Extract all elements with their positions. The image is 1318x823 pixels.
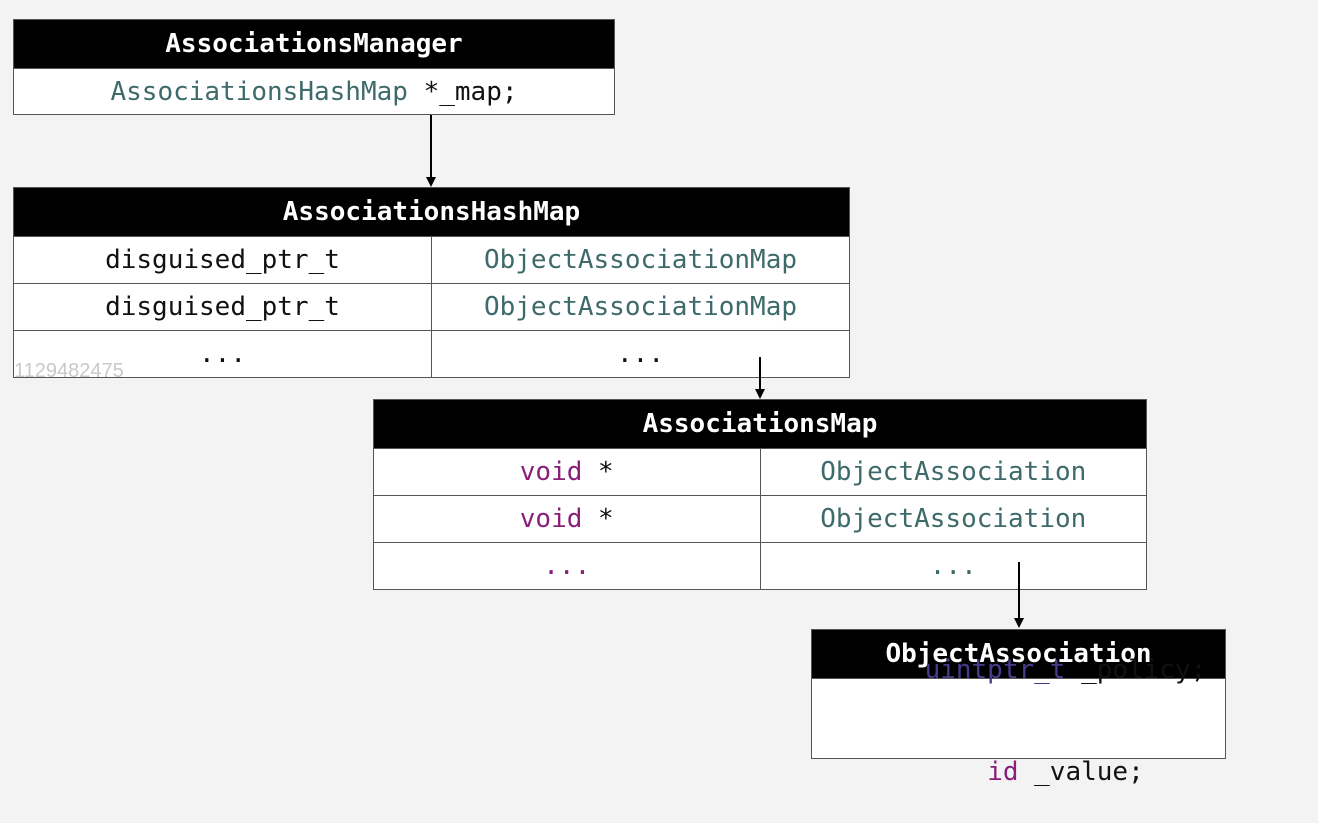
- associations-manager-header: AssociationsManager: [14, 20, 614, 68]
- associations-hashmap-box: AssociationsHashMap disguised_ptr_t Obje…: [13, 187, 850, 378]
- hashmap-value-cell: ObjectAssociationMap: [431, 237, 849, 283]
- assocmap-value-cell: ObjectAssociation: [759, 449, 1147, 495]
- policy-field-line: uintptr_t _policy;: [831, 619, 1207, 721]
- arrow-assocmap-to-objassoc-head: [1014, 618, 1024, 628]
- assocmap-key-cell: void *: [374, 496, 760, 542]
- map-field-name: *_map;: [407, 76, 518, 107]
- object-association-fields: uintptr_t _policy; id _value;: [812, 655, 1225, 787]
- object-association-header: ObjectAssociation: [812, 630, 1225, 678]
- value-field-name: _value;: [1018, 756, 1144, 787]
- map-field-type: AssociationsHashMap: [110, 76, 408, 107]
- hashmap-key-cell: disguised_ptr_t: [105, 245, 340, 275]
- hashmap-row: disguised_ptr_t ObjectAssociationMap: [14, 236, 849, 283]
- assocmap-key-cell: ...: [374, 543, 760, 589]
- assocmap-row: void * ObjectAssociation: [374, 448, 1146, 495]
- hashmap-value-cell: ObjectAssociationMap: [431, 284, 849, 330]
- object-association-title: ObjectAssociation: [885, 639, 1152, 669]
- assocmap-value-cell: ObjectAssociation: [759, 496, 1147, 542]
- object-association-box: ObjectAssociation uintptr_t _policy; id …: [811, 629, 1226, 787]
- assocmap-row: ... ...: [374, 542, 1146, 589]
- policy-field-name: _policy;: [1065, 654, 1207, 685]
- hashmap-value-cell: ...: [431, 331, 849, 377]
- assocmap-key-type: ...: [543, 551, 591, 581]
- assocmap-key-ptr: *: [582, 504, 614, 534]
- value-field-line: id _value;: [893, 721, 1144, 823]
- assocmap-row: void * ObjectAssociation: [374, 495, 1146, 542]
- arrow-hashmap-to-assocmap-line: [759, 357, 761, 390]
- associations-manager-field-row: AssociationsHashMap *_map;: [14, 68, 614, 114]
- arrow-manager-to-hashmap-head: [426, 177, 436, 187]
- map-field-cell: AssociationsHashMap *_map;: [14, 69, 614, 114]
- associations-manager-title: AssociationsManager: [165, 29, 463, 59]
- associations-hashmap-header: AssociationsHashMap: [14, 188, 849, 236]
- arrow-hashmap-to-assocmap-head: [755, 389, 765, 399]
- watermark-text: 1129482475: [14, 360, 124, 382]
- assocmap-value-cell: ...: [759, 543, 1147, 589]
- assocmap-key-type: void: [519, 457, 583, 487]
- assocmap-key-type: void: [519, 504, 583, 534]
- hashmap-key-cell: disguised_ptr_t: [105, 292, 340, 322]
- hashmap-row: disguised_ptr_t ObjectAssociationMap: [14, 283, 849, 330]
- associations-manager-box: AssociationsManager AssociationsHashMap …: [13, 19, 615, 115]
- hashmap-row: ... ...: [14, 330, 849, 377]
- associations-map-box: AssociationsMap void * ObjectAssociation…: [373, 399, 1147, 590]
- policy-field-type: uintptr_t: [924, 654, 1066, 685]
- assocmap-key-ptr: *: [582, 457, 614, 487]
- arrow-manager-to-hashmap-line: [430, 115, 432, 178]
- value-field-type: id: [987, 756, 1019, 787]
- hashmap-key-cell: ...: [199, 339, 246, 369]
- assocmap-key-cell: void *: [374, 449, 760, 495]
- arrow-assocmap-to-objassoc-line: [1018, 562, 1020, 619]
- associations-map-title: AssociationsMap: [642, 409, 878, 439]
- associations-map-header: AssociationsMap: [374, 400, 1146, 448]
- associations-hashmap-title: AssociationsHashMap: [282, 197, 581, 227]
